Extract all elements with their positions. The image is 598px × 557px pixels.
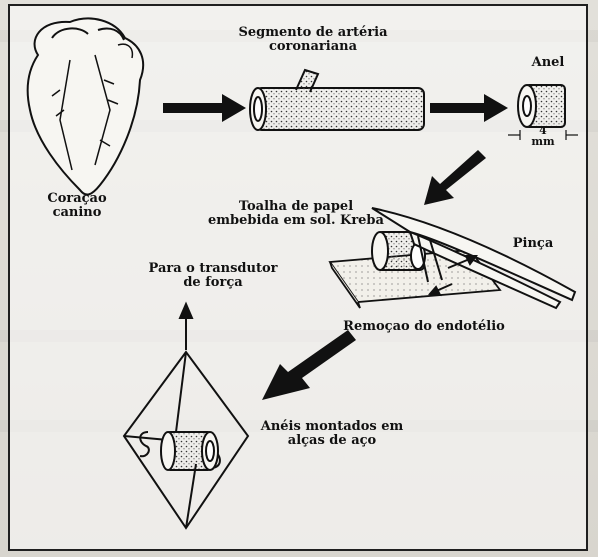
ring-illustration xyxy=(508,84,578,140)
arrow-forceps-to-mounted xyxy=(262,330,356,400)
label-force-transducer: Para o transdutor de força xyxy=(148,261,278,290)
motion-arrows xyxy=(427,255,478,297)
label-forceps: Pinça xyxy=(512,236,554,251)
arrow-heart-to-segment xyxy=(163,94,246,122)
arrow-segment-to-ring xyxy=(430,94,508,122)
artery-segment-illustration xyxy=(249,68,425,131)
label-coronary-segment: Segmento de artéria coronariana xyxy=(238,25,388,54)
heart-illustration xyxy=(26,17,145,196)
forceps-illustration xyxy=(371,207,577,310)
tissue-on-towel xyxy=(371,231,426,271)
transducer-arrow xyxy=(178,301,194,350)
arrow-ring-to-forceps xyxy=(424,150,486,205)
label-paper-towel: Toalha de papel embebida em sol. Kreba xyxy=(208,199,384,228)
label-ring-size: 4 mm xyxy=(531,124,555,148)
label-ring: Anel xyxy=(531,55,565,70)
mounted-ring xyxy=(160,431,219,471)
label-endothelium-removal: Remoçao do endotélio xyxy=(343,319,505,334)
label-mounted-rings: Anéis montados em alças de aço xyxy=(260,419,404,448)
label-canine-heart: Coraçao canino xyxy=(47,191,107,220)
